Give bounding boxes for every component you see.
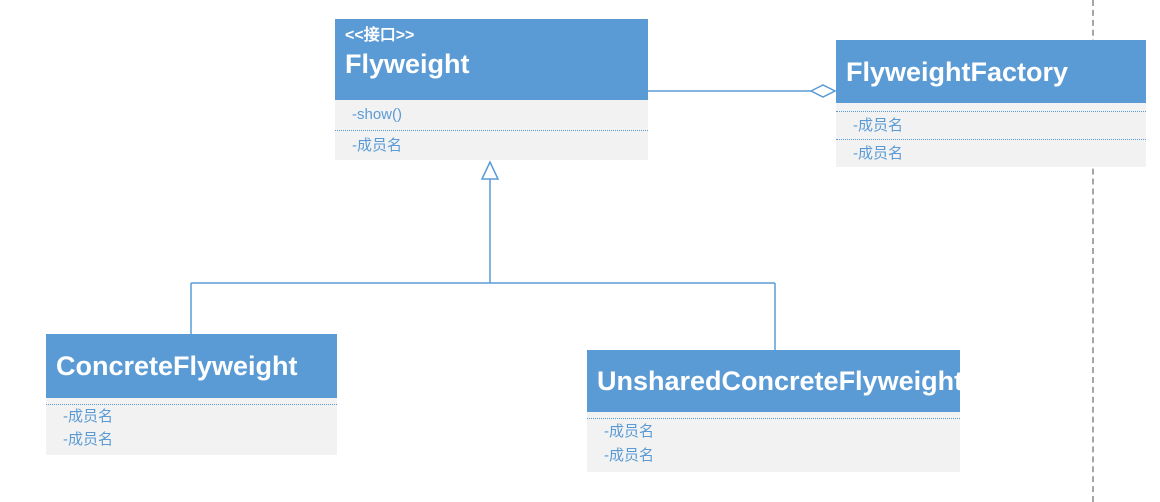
class-unshared-concrete-flyweight-title: UnsharedConcreteFlyweight bbox=[597, 366, 964, 396]
aggregation-diamond-icon bbox=[809, 84, 837, 98]
class-member: -成员名 bbox=[63, 431, 113, 448]
class-concrete-flyweight[interactable]: ConcreteFlyweight -成员名 -成员名 bbox=[46, 334, 337, 455]
class-flyweight-factory-body: -成员名 -成员名 bbox=[836, 103, 1146, 167]
class-concrete-flyweight-body: -成员名 -成员名 bbox=[46, 398, 337, 455]
class-flyweight-title: Flyweight bbox=[345, 49, 470, 79]
class-flyweight-stereotype: <<接口>> bbox=[345, 27, 415, 44]
class-flyweight-body: -show() -成员名 bbox=[335, 100, 648, 160]
class-flyweight-header: <<接口>> Flyweight bbox=[335, 19, 648, 100]
class-member: -成员名 bbox=[604, 447, 654, 464]
class-member: -成员名 bbox=[836, 111, 1146, 139]
class-member: -成员名 bbox=[836, 139, 1146, 167]
class-concrete-flyweight-header: ConcreteFlyweight bbox=[46, 334, 337, 398]
class-member: -成员名 bbox=[335, 130, 648, 160]
aggregation-connector[interactable] bbox=[648, 84, 837, 98]
class-member: -成员名 bbox=[46, 404, 337, 428]
class-flyweight-factory[interactable]: FlyweightFactory -成员名 -成员名 bbox=[836, 40, 1146, 167]
class-flyweight[interactable]: <<接口>> Flyweight -show() -成员名 bbox=[335, 19, 648, 160]
class-concrete-flyweight-title: ConcreteFlyweight bbox=[56, 351, 298, 381]
class-unshared-concrete-flyweight[interactable]: UnsharedConcreteFlyweight -成员名 -成员名 bbox=[587, 350, 964, 472]
class-flyweight-factory-header: FlyweightFactory bbox=[836, 40, 1146, 103]
class-member: -show() bbox=[352, 106, 403, 123]
inheritance-connector[interactable] bbox=[190, 160, 776, 350]
class-unshared-concrete-flyweight-header: UnsharedConcreteFlyweight bbox=[587, 350, 964, 412]
page-break-line bbox=[1092, 0, 1094, 502]
class-flyweight-factory-title: FlyweightFactory bbox=[846, 56, 1069, 87]
class-member: -成员名 bbox=[587, 418, 960, 443]
inheritance-triangle-icon bbox=[480, 160, 500, 180]
class-unshared-concrete-flyweight-body: -成员名 -成员名 bbox=[587, 412, 960, 472]
